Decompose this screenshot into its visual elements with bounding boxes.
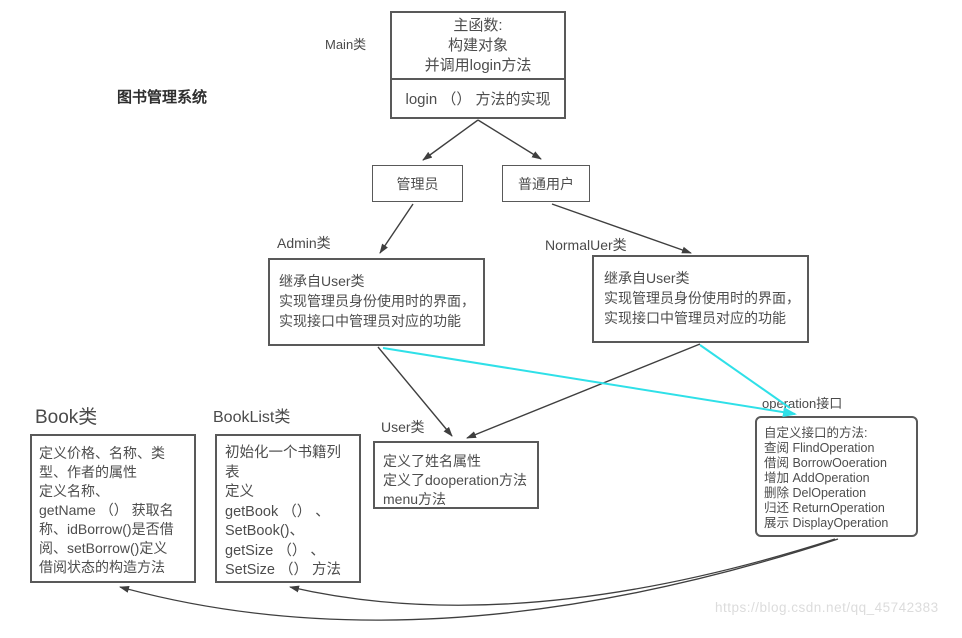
text-line: 定义名称、 — [39, 483, 109, 499]
text-line: 阅、setBorrow()定义 — [39, 540, 168, 556]
text-line: 表 — [225, 464, 240, 481]
login-method-text: login （） 方法的实现 — [405, 91, 551, 108]
main-class-label: Main类 — [325, 37, 367, 52]
page-title: 图书管理系统 — [117, 89, 208, 106]
text-line: getBook （） 、 — [225, 503, 330, 520]
user-class-label: User类 — [381, 419, 425, 435]
booklist-class-box: 初始化一个书籍列表定义 getBook （） 、 SetBook()、 getSize… — [215, 434, 361, 583]
text-line: 删除 DelOperation — [764, 486, 867, 500]
text-line: 定义了dooperation方法 — [383, 472, 527, 488]
arrow-admin-to-operation — [382, 347, 797, 418]
normal-role-text: 普通用户 — [518, 175, 574, 192]
text-line: menu方法 — [383, 491, 447, 507]
watermark-url: https://blog.csdn.net/qq_45742383 — [715, 600, 939, 615]
book-class-box: 定义价格、名称、类型、作者的属性定义名称、 getName （） 获取名称、idB… — [30, 434, 196, 583]
main-class-box: 主函数: 构建对象并调用login方法 login （） 方法的实现 — [390, 11, 566, 119]
text-line: 自定义接口的方法: — [764, 426, 868, 440]
text-line: 借阅状态的构造方法 — [39, 559, 165, 575]
text-line: SetBook()、 — [225, 523, 304, 539]
text-line: 继承自User类 — [604, 270, 690, 286]
admin-class-label: Admin类 — [277, 235, 331, 251]
text-line: 展示 DisplayOperation — [764, 516, 889, 530]
admin-class-box: 继承自User类实现管理员身份使用时的界面， 实现接口中管理员对应的功能 — [268, 258, 485, 346]
text-line: 型、作者的属性 — [39, 464, 137, 480]
normal-user-role-box: 普通用户 — [502, 165, 590, 202]
text-line: 实现接口中管理员对应的功能 — [604, 310, 786, 326]
arrow-normal-to-user — [466, 343, 701, 439]
normal-user-class-label: NormalUer类 — [545, 237, 627, 253]
arrow-main-to-normal-role — [477, 119, 542, 160]
text-line: 实现管理员身份使用时的界面， — [279, 293, 475, 309]
main-box-bottom-section: login （） 方法的实现 — [392, 80, 564, 117]
text-line: 增加 AddOperation — [764, 471, 870, 485]
text-line: 构建对象 — [447, 36, 508, 54]
arrow-admin-role-to-admin-class — [379, 203, 414, 254]
text-line: 初始化一个书籍列 — [225, 445, 341, 461]
text-line: 归还 ReturnOperation — [764, 501, 885, 515]
text-line: SetSize （） 方法 — [225, 562, 342, 578]
arrow-operation-to-booklist — [289, 538, 836, 606]
main-box-top-section: 主函数: 构建对象并调用login方法 — [392, 13, 564, 80]
text-line: 定义了姓名属性 — [383, 453, 481, 469]
text-line: 借阅 BorrowOoeration — [764, 456, 887, 470]
text-line: 继承自User类 — [279, 273, 365, 289]
text-line: 主函数: — [453, 16, 503, 34]
arrow-main-to-admin-role — [422, 119, 479, 161]
text-line: 查阅 FlindOperation — [764, 441, 875, 455]
text-line: getSize （） 、 — [225, 542, 325, 559]
text-line: 定义价格、名称、类 — [39, 445, 165, 461]
text-line: getName （） 获取名 — [39, 502, 174, 518]
text-line: 定义 — [225, 484, 254, 500]
text-line: 实现管理员身份使用时的界面， — [604, 290, 800, 306]
admin-role-box: 管理员 — [372, 165, 463, 202]
text-line: 实现接口中管理员对应的功能 — [279, 313, 461, 329]
text-line: 并调用login方法 — [424, 56, 532, 74]
text-line: 称、idBorrow()是否借 — [39, 521, 174, 537]
admin-role-text: 管理员 — [396, 175, 439, 192]
book-class-label: Book类 — [35, 407, 98, 428]
normal-user-class-box: 继承自User类实现管理员身份使用时的界面， 实现接口中管理员对应的功能 — [592, 255, 809, 343]
booklist-class-label: BookList类 — [213, 409, 291, 426]
operation-interface-label: operation接口 — [762, 396, 843, 411]
user-class-box: 定义了姓名属性定义了dooperation方法 menu方法 — [373, 441, 539, 509]
